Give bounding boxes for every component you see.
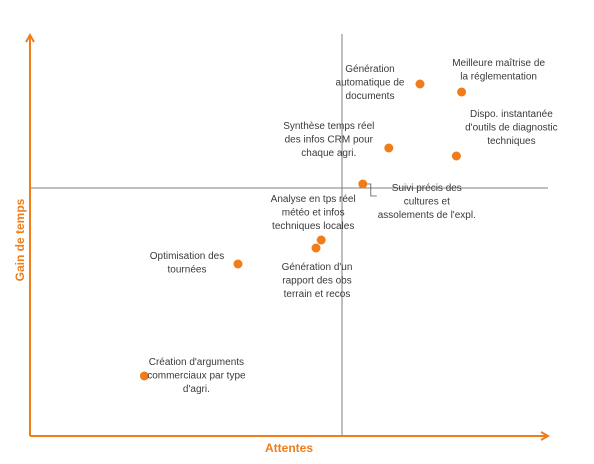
data-label: cultures et bbox=[404, 197, 450, 208]
data-label: Optimisation des bbox=[150, 251, 224, 262]
data-label: des infos CRM pour bbox=[285, 135, 374, 146]
data-label: techniques bbox=[487, 136, 535, 147]
data-label: terrain et recos bbox=[284, 289, 351, 300]
data-label: la réglementation bbox=[460, 72, 537, 83]
data-label: Génération d'un bbox=[282, 262, 353, 273]
x-axis-title: Attentes bbox=[265, 441, 313, 455]
data-label: Synthèse temps réel bbox=[283, 121, 374, 132]
data-point bbox=[415, 79, 425, 89]
data-label: Analyse en tps réel bbox=[271, 194, 356, 205]
data-labels: Génération automatique de documents Meilleu… bbox=[147, 58, 557, 395]
data-label: tournées bbox=[168, 265, 207, 276]
data-label: d'outils de diagnostic bbox=[465, 123, 558, 134]
data-label: d'agri. bbox=[183, 384, 210, 395]
data-point bbox=[358, 179, 368, 189]
data-label: documents bbox=[346, 91, 395, 102]
data-label: assolements de l'expl. bbox=[378, 210, 476, 221]
data-point bbox=[139, 371, 149, 381]
data-label: Génération bbox=[345, 64, 394, 75]
data-point bbox=[311, 243, 321, 253]
y-axis-title: Gain de temps bbox=[13, 198, 27, 281]
data-label: Meilleure maîtrise de bbox=[452, 58, 545, 69]
data-point bbox=[316, 235, 326, 245]
data-label: techniques locales bbox=[272, 221, 354, 232]
data-points bbox=[139, 79, 467, 381]
data-point bbox=[233, 259, 243, 269]
data-point bbox=[457, 87, 467, 97]
data-label: commerciaux par type bbox=[147, 371, 246, 382]
data-point bbox=[451, 151, 461, 161]
data-label: Suivi précis des bbox=[392, 183, 462, 194]
data-label: météo et infos bbox=[282, 208, 345, 219]
data-label: automatique de bbox=[336, 78, 405, 89]
data-point bbox=[384, 143, 394, 153]
callout-line bbox=[366, 183, 377, 197]
data-label: Création d'arguments bbox=[149, 357, 244, 368]
callout-lines bbox=[366, 183, 377, 197]
data-label: chaque agri. bbox=[301, 148, 356, 159]
data-label: rapport des obs bbox=[282, 276, 352, 287]
data-label: Dispo. instantanée bbox=[470, 109, 553, 120]
